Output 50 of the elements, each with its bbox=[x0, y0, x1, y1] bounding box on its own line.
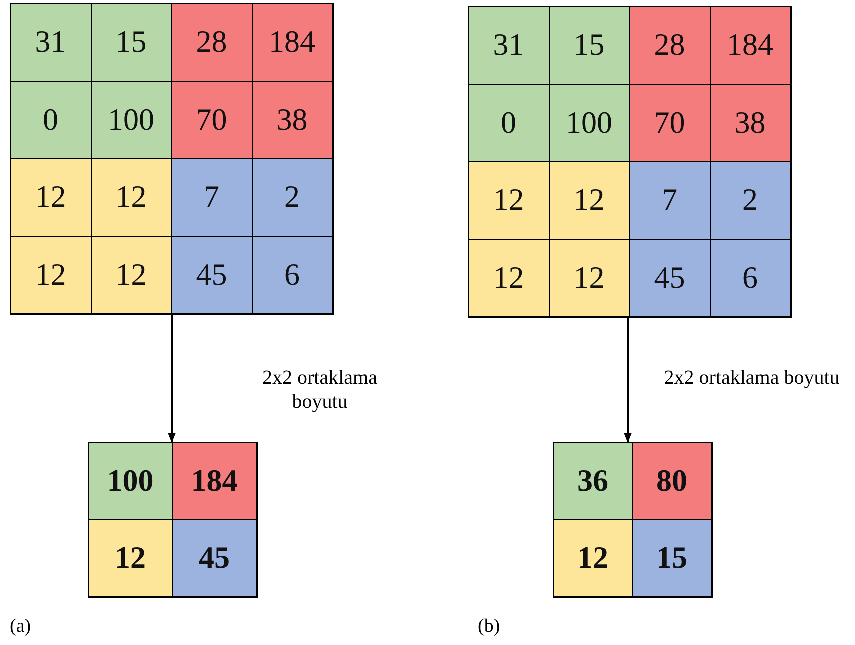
matrix-value: 12 bbox=[88, 519, 173, 597]
input-matrix bbox=[468, 6, 792, 318]
matrix-value: 184 bbox=[710, 6, 791, 84]
matrix-value: 31 bbox=[468, 6, 550, 84]
matrix-value: 70 bbox=[171, 80, 252, 159]
edge-label: 2x2 ortaklama boyutu bbox=[262, 366, 378, 414]
matrix-value: 12 bbox=[468, 238, 550, 317]
matrix-value: 12 bbox=[10, 158, 92, 236]
matrix-value: 45 bbox=[629, 238, 710, 317]
matrix-value: 7 bbox=[171, 158, 252, 236]
input-matrix bbox=[10, 3, 334, 315]
arrow bbox=[168, 315, 176, 443]
matrix-value: 7 bbox=[629, 161, 710, 240]
matrix-value: 0 bbox=[468, 84, 550, 162]
matrix-value: 12 bbox=[553, 519, 633, 597]
panel-label: (a) bbox=[10, 616, 32, 638]
matrix-value: 38 bbox=[710, 84, 791, 162]
matrix-value: 12 bbox=[548, 161, 630, 240]
matrix-value: 38 bbox=[252, 80, 333, 159]
matrix-value: 2 bbox=[710, 161, 791, 240]
matrix-value: 28 bbox=[629, 6, 710, 84]
matrix-value: 6 bbox=[252, 236, 333, 314]
matrix-value: 12 bbox=[548, 238, 630, 317]
matrix-value: 12 bbox=[90, 236, 172, 314]
arrow bbox=[624, 318, 632, 443]
matrix-value: 28 bbox=[171, 3, 252, 82]
matrix-value: 15 bbox=[548, 6, 630, 84]
matrix-value: 15 bbox=[632, 519, 712, 597]
pooled-matrix bbox=[88, 442, 258, 598]
panel-label: (b) bbox=[478, 616, 500, 638]
matrix-value: 31 bbox=[10, 3, 92, 82]
matrix-value: 12 bbox=[468, 161, 550, 240]
matrix-value: 45 bbox=[172, 519, 257, 597]
matrix-value: 36 bbox=[553, 442, 633, 520]
matrix-value: 100 bbox=[90, 80, 172, 159]
matrix-value: 100 bbox=[548, 84, 630, 162]
edge-label: 2x2 ortaklama boyutu bbox=[663, 366, 841, 390]
matrix-value: 100 bbox=[88, 442, 173, 520]
matrix-value: 6 bbox=[710, 238, 791, 317]
matrix-value: 80 bbox=[632, 442, 712, 520]
matrix-value: 184 bbox=[172, 442, 257, 520]
matrix-value: 184 bbox=[252, 3, 333, 82]
matrix-value: 45 bbox=[171, 236, 252, 314]
matrix-value: 0 bbox=[10, 80, 92, 159]
matrix-value: 2 bbox=[252, 158, 333, 236]
matrix-value: 70 bbox=[629, 84, 710, 162]
pooled-matrix bbox=[553, 442, 713, 598]
matrix-value: 12 bbox=[90, 158, 172, 236]
matrix-value: 15 bbox=[90, 3, 172, 82]
matrix-value: 12 bbox=[10, 236, 92, 314]
